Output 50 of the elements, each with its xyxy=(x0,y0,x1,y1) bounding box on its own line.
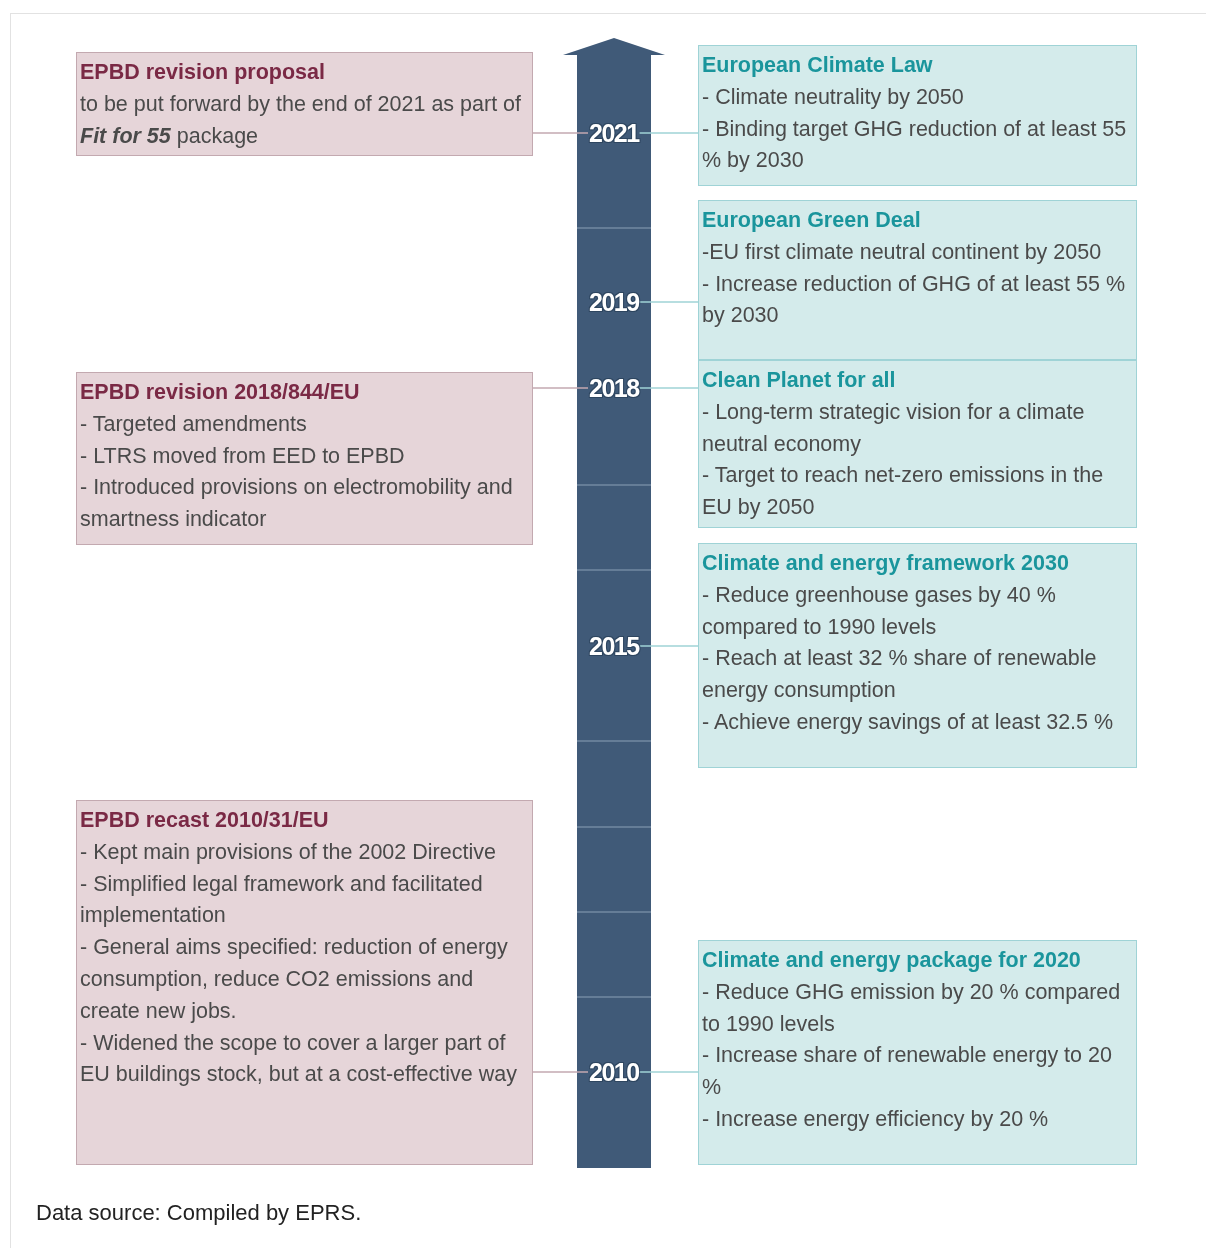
connector-line xyxy=(532,387,589,389)
event-text: - Kept main provisions of the 2002 Directive xyxy=(80,838,497,866)
connector-line xyxy=(532,1071,589,1073)
connector-line xyxy=(638,645,699,647)
event-text: to be put forward by the end of 2021 as part of Fit for 55 package xyxy=(80,90,523,150)
event-title: EPBD revision 2018/844/EU xyxy=(80,379,361,406)
event-title: EPBD recast 2010/31/EU xyxy=(80,807,330,834)
connector-line xyxy=(638,301,699,303)
event-text: - Climate neutrality by 2050 xyxy=(702,83,965,111)
event-text: - Reduce greenhouse gases by 40 % compared to 1990 levels xyxy=(702,581,1057,641)
event-text: - Binding target GHG reduction of at least 55 % by 2030 xyxy=(702,115,1128,175)
event-box xyxy=(76,800,533,1165)
event-box xyxy=(76,372,533,545)
event-box xyxy=(76,52,533,156)
event-text: - Targeted amendments xyxy=(80,410,308,438)
event-box xyxy=(698,45,1137,186)
year-label: 2018 xyxy=(588,374,640,402)
event-title: Clean Planet for all xyxy=(702,367,897,394)
event-title: Climate and energy package for 2020 xyxy=(702,947,1082,974)
year-label: 2010 xyxy=(588,1058,640,1086)
event-title: European Climate Law xyxy=(702,52,934,79)
event-title: European Green Deal xyxy=(702,207,922,234)
event-text: - Introduced provisions on electromobility and smartness indicator xyxy=(80,474,514,534)
event-title: Climate and energy framework 2030 xyxy=(702,550,1070,577)
event-title: EPBD revision proposal xyxy=(80,59,326,86)
connector-line xyxy=(638,387,699,389)
event-text: - Increase reduction of GHG of at least 55 % by 2030 xyxy=(702,270,1127,330)
event-text: - Reach at least 32 % share of renewable energy consumption xyxy=(702,645,1098,705)
connector-line xyxy=(638,1071,699,1073)
event-text: - Increase share of renewable energy to 20 % xyxy=(702,1042,1113,1102)
event-text: - Increase energy efficiency by 20 % xyxy=(702,1106,1050,1133)
event-box xyxy=(698,200,1137,360)
event-box xyxy=(698,360,1137,528)
event-text: - Simplified legal framework and facilitated implementation xyxy=(80,870,484,930)
event-box xyxy=(698,543,1137,768)
connector-line xyxy=(532,132,589,134)
event-text: - Widened the scope to cover a larger part of EU buildings stock, but at a cost-effective way xyxy=(80,1029,518,1089)
event-text: - Target to reach net-zero emissions in the EU by 2050 xyxy=(702,462,1105,522)
event-box xyxy=(698,940,1137,1165)
event-text: - General aims specified: reduction of energy consumption, reduce CO2 emissions and create new jobs. xyxy=(80,934,509,1025)
year-label: 2019 xyxy=(588,288,640,316)
event-text: - Achieve energy savings of at least 32.5 % xyxy=(702,709,1115,736)
connector-line xyxy=(638,132,699,134)
event-text: -EU first climate neutral continent by 2050 xyxy=(702,238,1103,266)
year-label: 2021 xyxy=(588,119,640,147)
event-text: - Reduce GHG emission by 20 % compared to 1990 levels xyxy=(702,978,1122,1038)
year-label: 2015 xyxy=(588,632,640,660)
event-text: - LTRS moved from EED to EPBD xyxy=(80,442,406,470)
source-caption: Data source: Compiled by EPRS. xyxy=(36,1200,362,1226)
event-text: - Long-term strategic vision for a climate neutral economy xyxy=(702,398,1086,458)
